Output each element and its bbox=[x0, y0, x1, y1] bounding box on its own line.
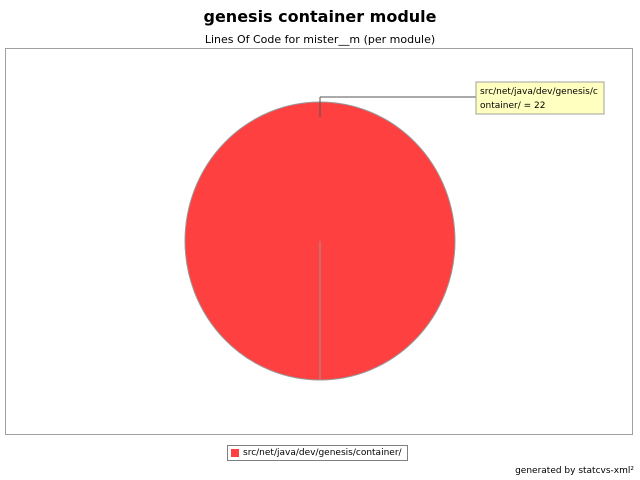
callout: src/net/java/dev/genesis/c ontainer/ = 2… bbox=[319, 81, 605, 117]
chart-title: genesis container module bbox=[203, 7, 437, 26]
legend-swatch bbox=[231, 449, 239, 457]
callout-label-line-1: src/net/java/dev/genesis/c bbox=[480, 87, 598, 97]
generated-by-footer: generated by statcvs-xml² bbox=[515, 466, 634, 476]
pie-slices bbox=[184, 101, 456, 381]
legend: src/net/java/dev/genesis/container/ bbox=[227, 445, 408, 461]
chart-subtitle: Lines Of Code for mister__m (per module) bbox=[204, 33, 436, 46]
legend-label: src/net/java/dev/genesis/container/ bbox=[243, 448, 402, 458]
callout-box bbox=[475, 81, 605, 115]
callout-label-line-2: ontainer/ = 22 bbox=[480, 101, 545, 111]
